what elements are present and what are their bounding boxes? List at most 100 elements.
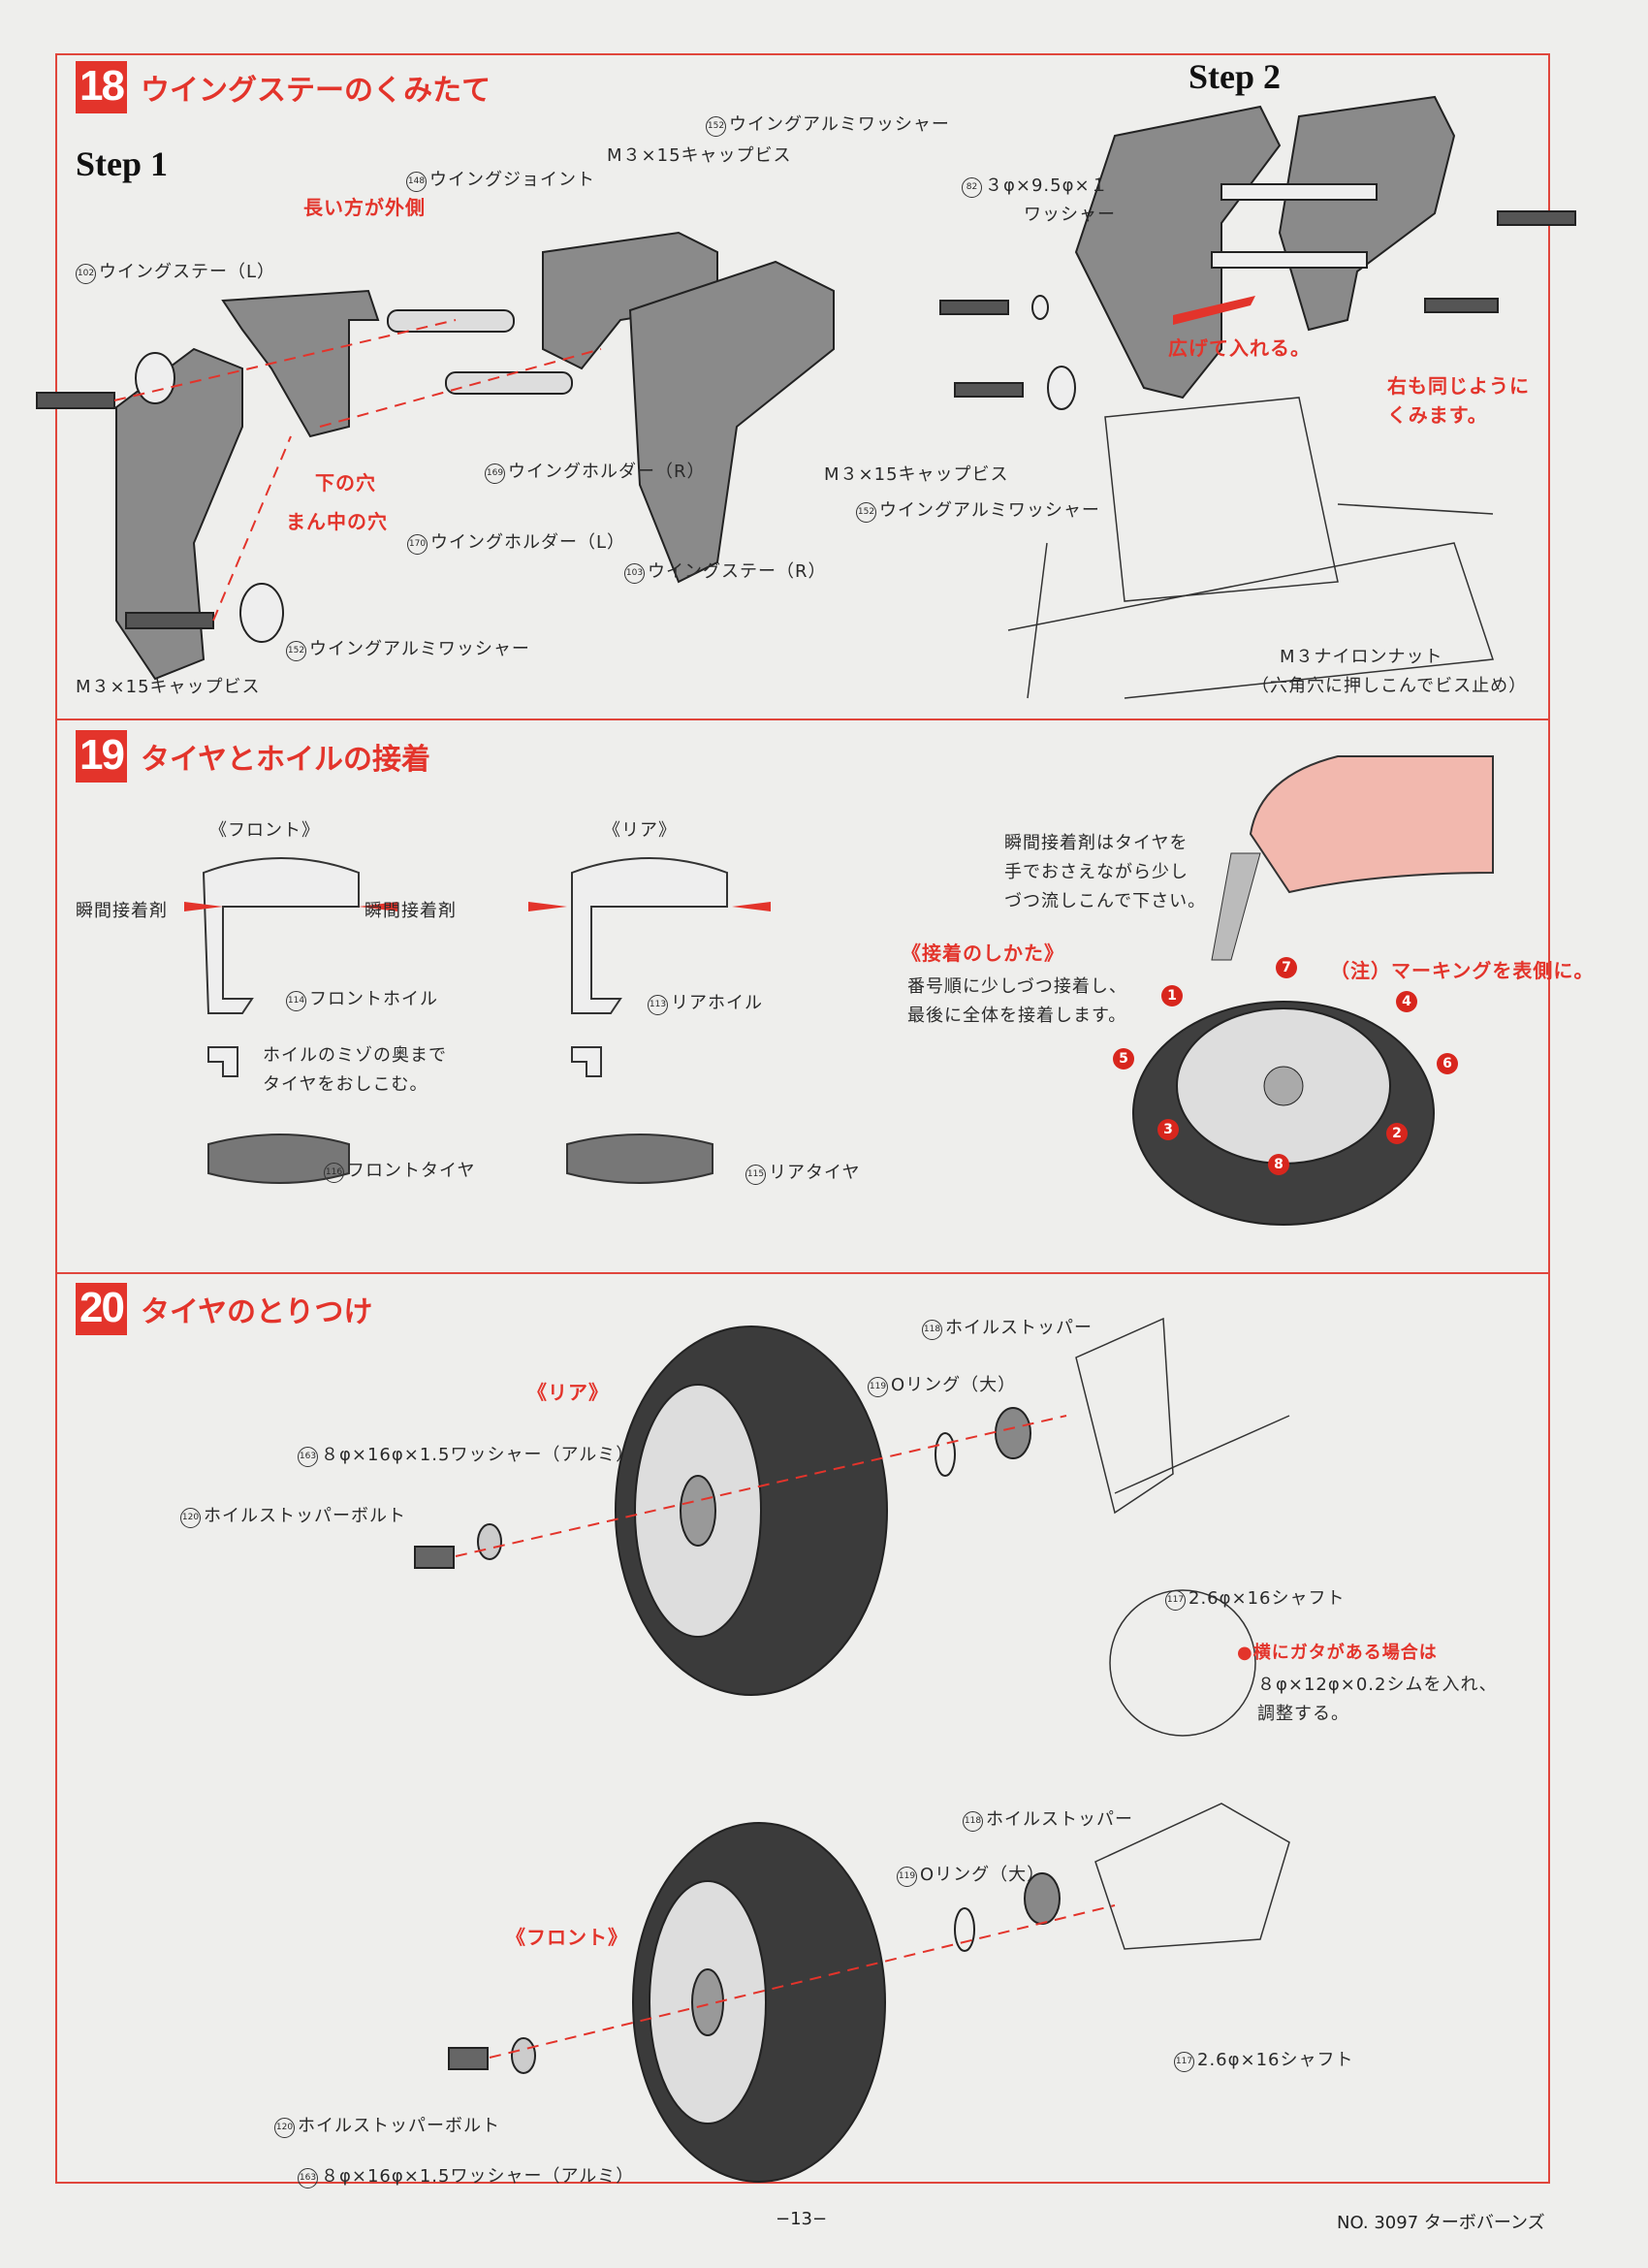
section-title: ウイングステーのくみたて: [140, 74, 491, 108]
section19-wheel-cross-sections: [202, 857, 728, 1184]
lower-hole-note: 下の穴: [315, 471, 376, 495]
part-name: ８φ×16φ×1.5ワッシャー（アルミ）: [321, 1445, 635, 1465]
small-parts: [414, 1407, 1061, 2074]
section-20-header: 20 タイヤのとりつけ: [76, 1283, 372, 1335]
page-frame: [55, 53, 1550, 2184]
glue-label: 瞬間接着剤: [364, 901, 457, 921]
part-name: フロントホイル: [309, 989, 438, 1009]
part-label: M３×15キャップビス: [824, 464, 1009, 485]
right-same-note: くみます。: [1387, 403, 1488, 427]
part-name: ウイングアルミワッシャー: [879, 500, 1100, 521]
part-number-badge: 152: [706, 116, 726, 137]
part-number-badge: 118: [922, 1320, 942, 1340]
step-1-label: Step 1: [76, 144, 169, 183]
part-name: ホイルストッパー: [945, 1318, 1093, 1338]
glue-instruction: 手でおさえながら少し: [1004, 862, 1188, 882]
part-number-badge: 163: [298, 1447, 318, 1467]
section-title: タイヤのとりつけ: [140, 1295, 373, 1329]
order-mark: 8: [1268, 1154, 1289, 1175]
axle-chassis-line-drawings: [1075, 1317, 1290, 1950]
part-number-badge: 119: [897, 1867, 917, 1887]
part-label: ワッシャー: [1024, 205, 1116, 225]
part-name: ホイルストッパーボルト: [204, 1506, 406, 1526]
step2-chassis-line-drawing: [1007, 397, 1495, 699]
part-label: M３×15キャップビス: [76, 677, 261, 697]
part-number-badge: 170: [407, 534, 428, 555]
part-number-badge: 163: [298, 2168, 318, 2188]
marking-note: （注）マーキングを表側に。: [1330, 959, 1595, 982]
part-number-badge: 118: [963, 1811, 983, 1832]
section-title: タイヤとホイルの接着: [140, 743, 431, 777]
glue-instruction: 瞬間接着剤はタイヤを: [1004, 833, 1188, 853]
order-mark: 5: [1113, 1048, 1134, 1070]
part-number-badge: 113: [648, 995, 668, 1015]
push-note: ホイルのミゾの奥まで: [263, 1045, 447, 1066]
glue-arrows: [184, 902, 771, 911]
order-mark: 4: [1396, 991, 1417, 1012]
section-19-header: 19 タイヤとホイルの接着: [76, 730, 430, 783]
play-adjust-heading: ●横にガタがある場合は: [1237, 1643, 1438, 1663]
section-divider: [55, 1272, 1550, 1274]
part-name: フロントタイヤ: [347, 1161, 476, 1181]
part-number-badge: 82: [962, 177, 982, 198]
part-number-badge: 152: [286, 641, 306, 661]
part-number-badge: 103: [624, 563, 645, 584]
part-number-badge: 117: [1174, 2052, 1194, 2072]
part-name: ウイングジョイント: [429, 170, 595, 190]
section-number: 20: [76, 1283, 127, 1335]
play-adjust-text: ８φ×12φ×0.2シムを入れ、: [1257, 1675, 1498, 1695]
middle-hole-note: まん中の穴: [286, 510, 388, 533]
section-18-header: 18 ウイングステーのくみたて: [76, 61, 491, 113]
part-name: Oリング（大）: [891, 1375, 1017, 1395]
part-name: ８φ×16φ×1.5ワッシャー（アルミ）: [321, 2166, 635, 2187]
part-name: 2.6φ×16シャフト: [1197, 2050, 1354, 2070]
how-to-glue-heading: 《接着のしかた》: [902, 942, 1064, 965]
spread-arrow: [1173, 296, 1255, 325]
page-number: −13−: [776, 2209, 828, 2229]
play-adjust-text: 調整する。: [1257, 1704, 1349, 1724]
part-number-badge: 152: [856, 502, 876, 523]
step2-wing-stay-illustration: [939, 95, 1576, 410]
part-name: ウイングアルミワッシャー: [309, 639, 530, 659]
part-name: 2.6φ×16シャフト: [1188, 1588, 1346, 1609]
axle-guide-lines: [455, 1415, 1116, 2059]
part-number-badge: 120: [274, 2118, 295, 2138]
part-label: M３ナイロンナット: [1280, 647, 1443, 667]
part-number-badge: 117: [1165, 1590, 1186, 1611]
spread-insert-note: 広げて入れる。: [1168, 336, 1311, 360]
step-2-label: Step 2: [1188, 57, 1282, 96]
part-number-badge: 119: [868, 1377, 888, 1397]
section-number: 19: [76, 730, 127, 783]
front-heading: 《フロント》: [506, 1926, 628, 1949]
part-number-badge: 169: [485, 463, 505, 484]
order-mark: 6: [1437, 1053, 1458, 1074]
step1-wing-stay-illustration: [36, 231, 835, 681]
push-note: タイヤをおしこむ。: [263, 1074, 428, 1095]
part-name: ホイルストッパー: [986, 1809, 1133, 1830]
order-mark: 7: [1276, 957, 1297, 978]
section20-front-tire: [632, 1822, 886, 2183]
order-mark: 2: [1386, 1123, 1408, 1144]
rear-heading: 《リア》: [527, 1381, 609, 1404]
part-name: ３φ×9.5φ×１: [985, 176, 1109, 196]
glue-instruction: づつ流しこんで下さい。: [1004, 891, 1207, 911]
